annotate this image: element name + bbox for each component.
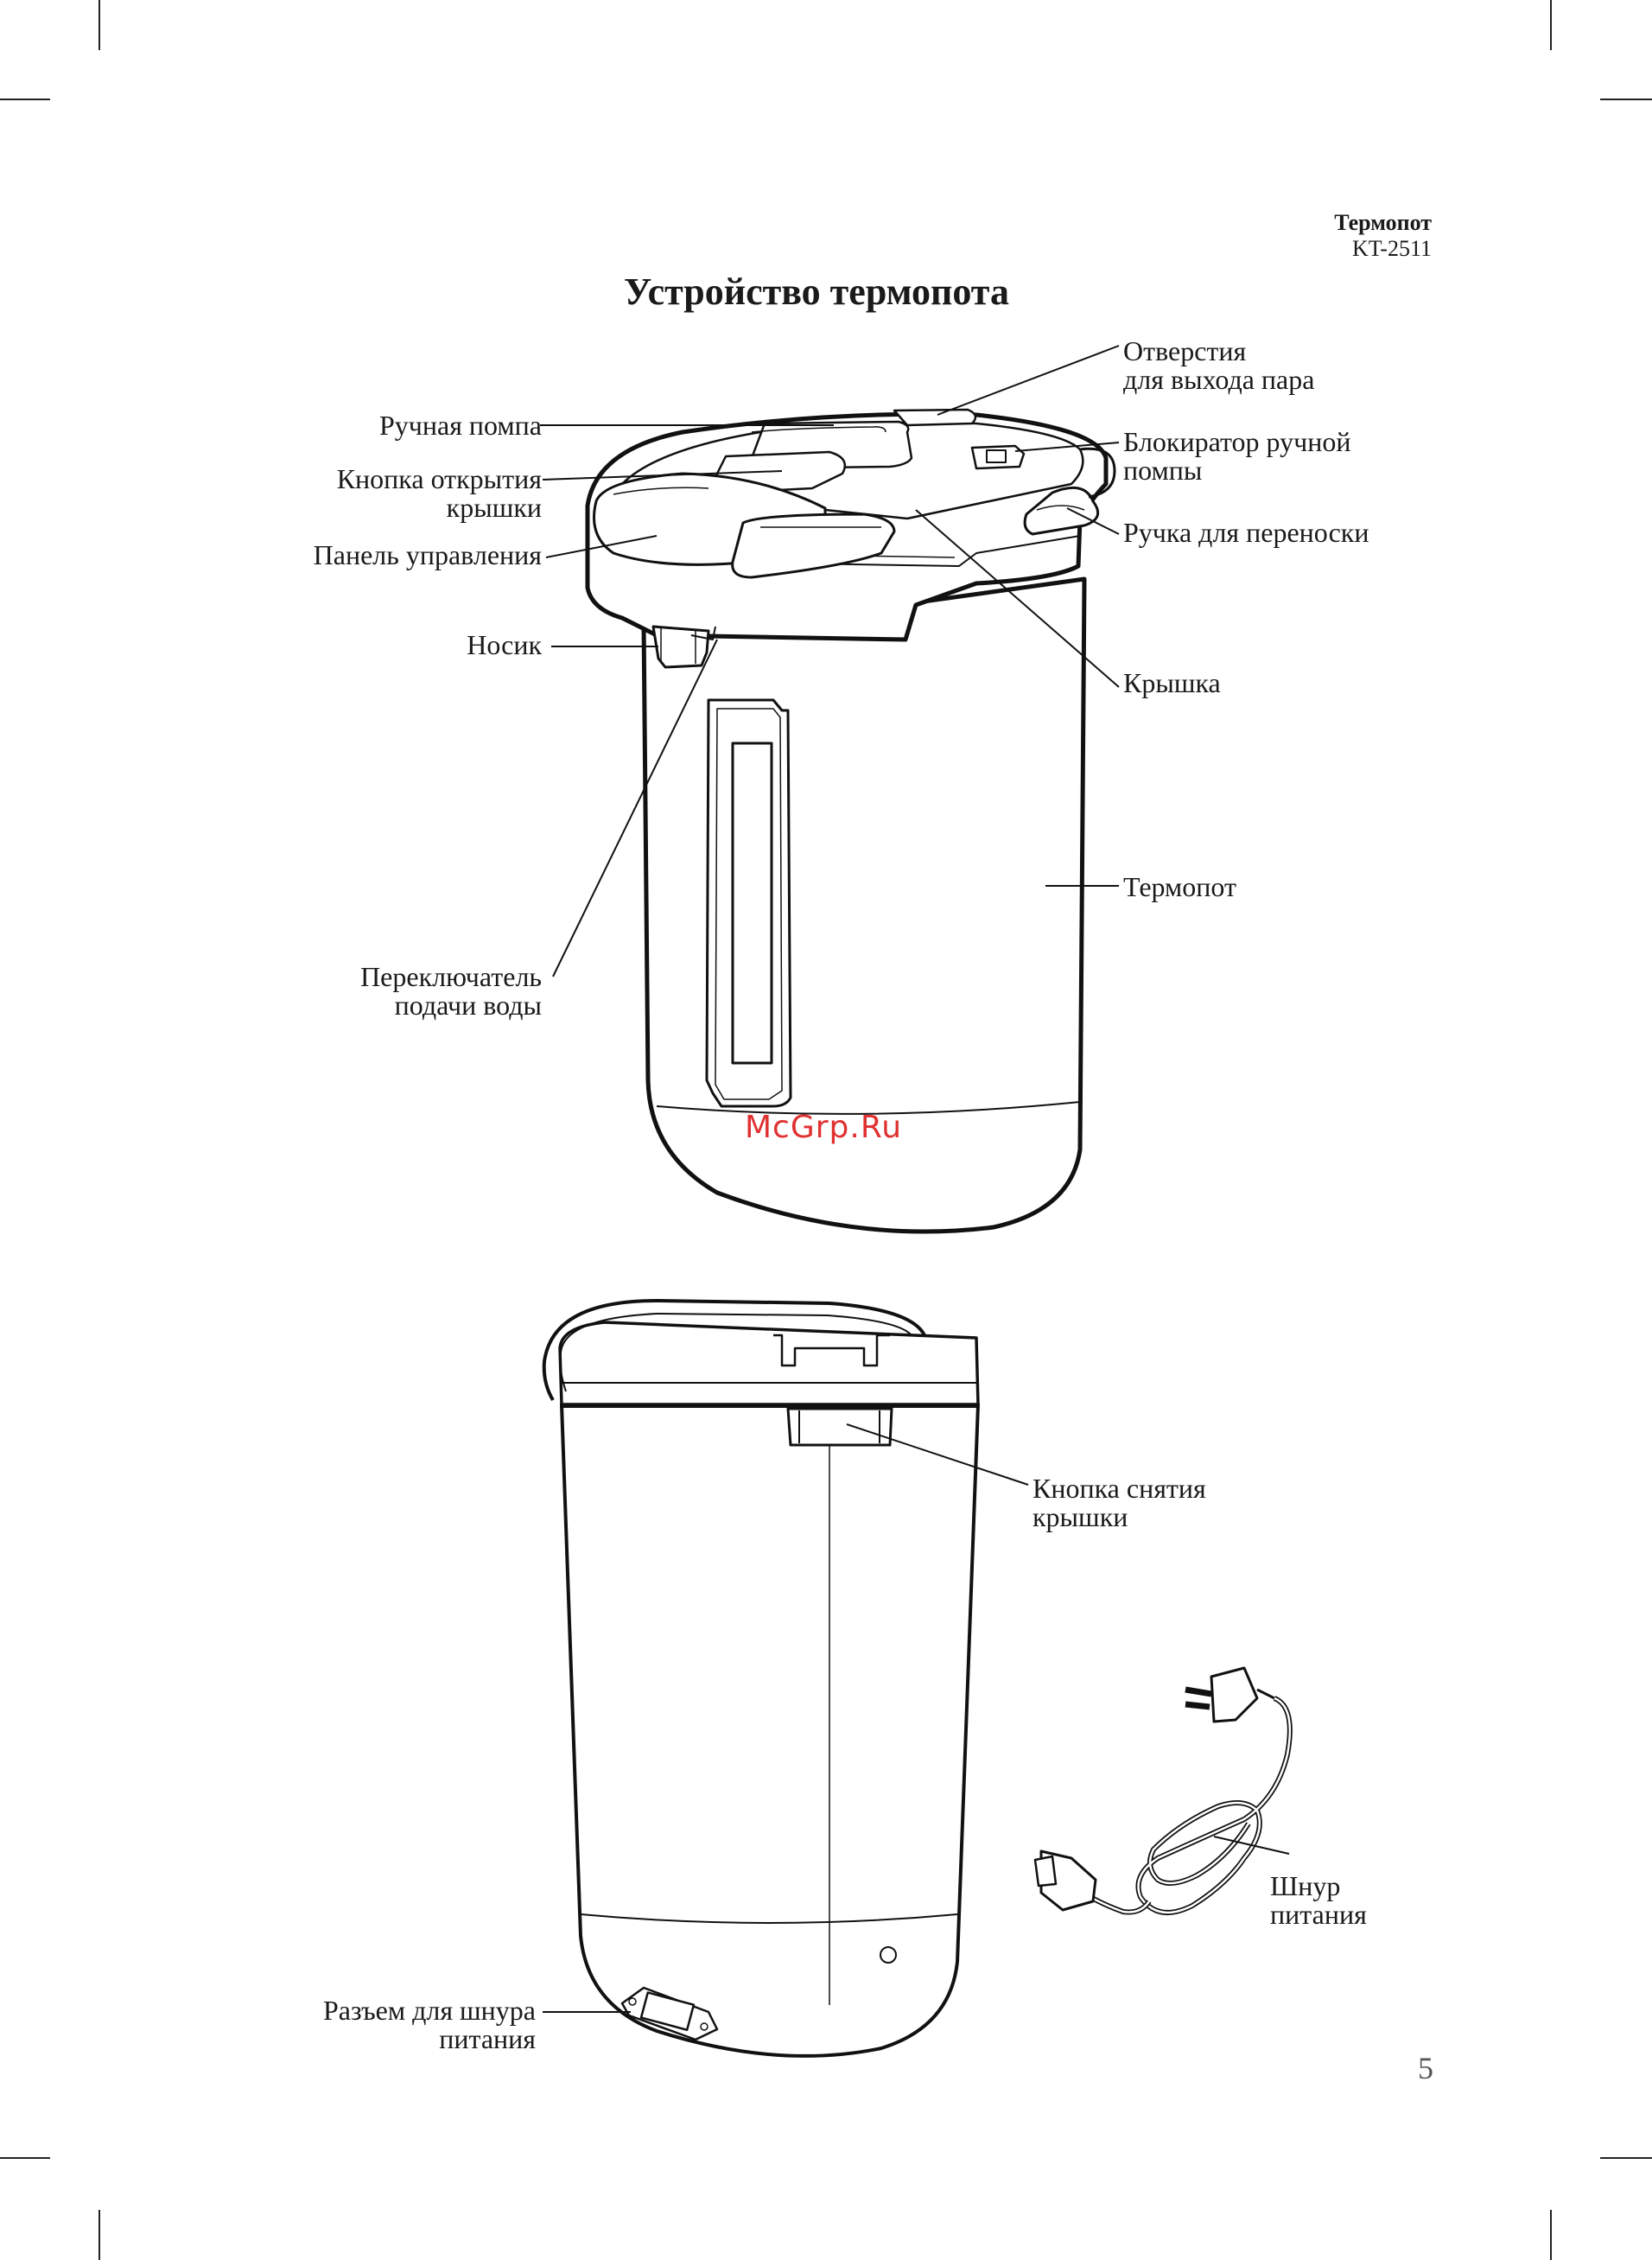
label-cord-line1: Шнур — [1270, 1872, 1367, 1900]
thermopot-front-illustration — [588, 410, 1115, 1232]
label-steam-vent-line1: Отверстия — [1123, 337, 1314, 366]
label-water-switch-line2: подачи воды — [360, 991, 542, 1020]
label-steam-vent: Отверстия для выхода пара — [1123, 337, 1314, 394]
label-pump-lock-line2: помпы — [1123, 456, 1350, 485]
label-cord-line2: питания — [1270, 1900, 1367, 1929]
label-spout: Носик — [467, 631, 542, 659]
page-number: 5 — [1418, 2050, 1433, 2086]
label-pump-lock-line1: Блокиратор ручной — [1123, 428, 1350, 456]
power-cord-illustration — [1035, 1668, 1290, 1913]
label-pump: Ручная помпа — [379, 411, 542, 440]
label-lid-button-line1: Кнопка открытия — [337, 465, 542, 493]
label-water-switch-line1: Переключатель — [360, 963, 542, 991]
label-body: Термопот — [1123, 873, 1236, 901]
label-socket-line2: питания — [323, 2025, 536, 2053]
page-title: Устройство термопота — [0, 270, 1633, 314]
thermopot-back-illustration — [544, 1301, 978, 2056]
label-lid-remove: Кнопка снятия крышки — [1032, 1474, 1206, 1531]
label-control-panel: Панель управления — [314, 541, 542, 570]
label-socket: Разъем для шнура питания — [323, 1996, 536, 2053]
label-cord: Шнур питания — [1270, 1872, 1367, 1929]
header-product: Термопот — [1334, 210, 1432, 236]
label-lid-button-line2: крышки — [337, 493, 542, 522]
header-model: KT-2511 — [1352, 236, 1432, 262]
label-lid-remove-line2: крышки — [1032, 1503, 1206, 1531]
label-lid: Крышка — [1123, 669, 1221, 697]
label-lid-remove-line1: Кнопка снятия — [1032, 1474, 1206, 1503]
label-lid-button: Кнопка открытия крышки — [337, 465, 542, 522]
label-steam-vent-line2: для выхода пара — [1123, 366, 1314, 394]
label-socket-line1: Разъем для шнура — [323, 1996, 536, 2025]
label-handle: Ручка для переноски — [1123, 519, 1369, 547]
label-pump-lock: Блокиратор ручной помпы — [1123, 428, 1350, 485]
watermark: McGrp.Ru — [745, 1110, 902, 1145]
label-water-switch: Переключатель подачи воды — [360, 963, 542, 1020]
